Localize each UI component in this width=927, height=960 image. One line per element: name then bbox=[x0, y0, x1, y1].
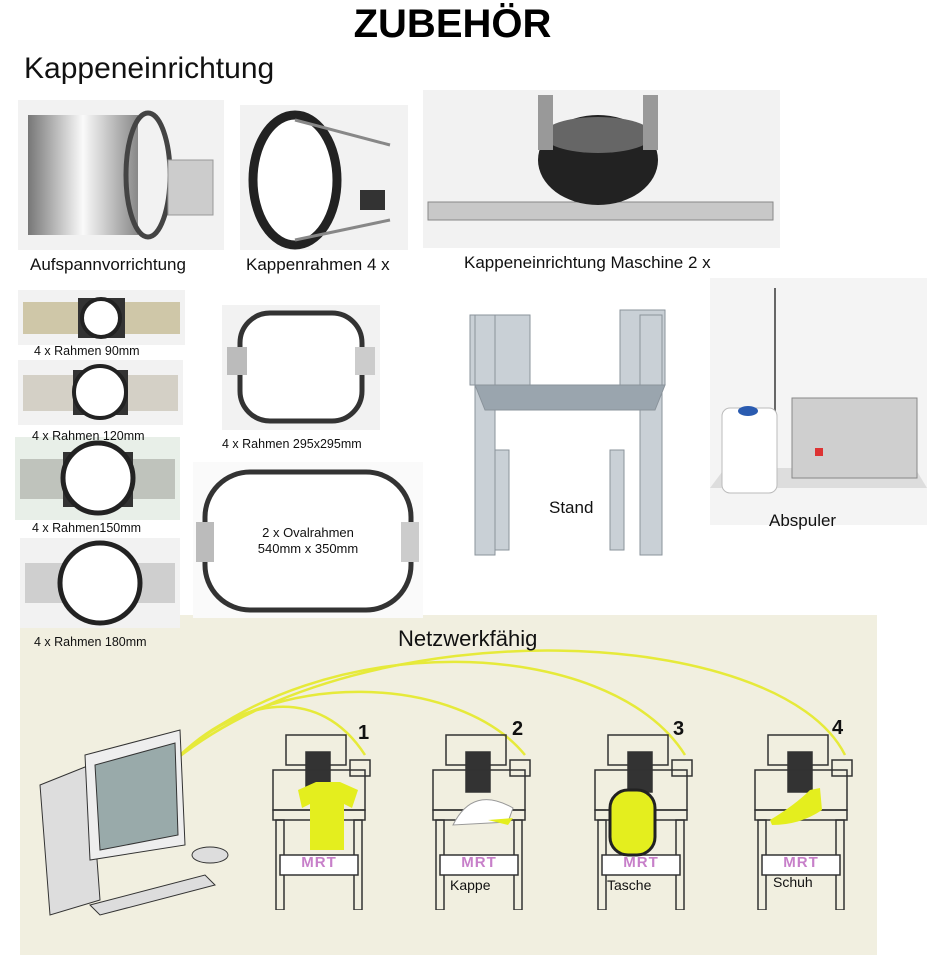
oval-frame-photo bbox=[193, 462, 423, 618]
machine-number: 1 bbox=[358, 722, 370, 744]
machine-brand-label: MRT bbox=[783, 854, 819, 871]
caption-cap-frame: Kappenrahmen 4 x bbox=[246, 255, 390, 274]
caption-bobbin-winder: Abspuler bbox=[769, 511, 837, 530]
hoop-150-photo bbox=[15, 437, 180, 520]
caption-hoop-180: 4 x Rahmen 180mm bbox=[34, 635, 147, 649]
machine-number: 4 bbox=[832, 717, 844, 739]
machine-use-label: Tasche bbox=[607, 877, 652, 893]
caption-hoop-120: 4 x Rahmen 120mm bbox=[32, 429, 145, 443]
caption-stand: Stand bbox=[549, 498, 594, 517]
caption-cap-driver: Kappeneinrichtung Maschine 2 x bbox=[464, 253, 711, 272]
section-heading: Kappeneinrichtung bbox=[24, 52, 275, 85]
cap-driver-photo bbox=[423, 90, 780, 248]
hoop-180-photo bbox=[20, 538, 180, 628]
caption-square-frame: 4 x Rahmen 295x295mm bbox=[222, 437, 362, 451]
bobbin-winder-photo bbox=[710, 278, 927, 525]
machine-use-label: Kappe bbox=[450, 877, 491, 893]
oval-frame-line1: 2 x Ovalrahmen bbox=[262, 525, 354, 540]
caption-hoop-90: 4 x Rahmen 90mm bbox=[34, 344, 140, 358]
machine-brand-label: MRT bbox=[301, 854, 337, 871]
page-title: ZUBEHÖR bbox=[353, 2, 552, 46]
hoop-120-photo bbox=[18, 360, 183, 425]
machine-number: 2 bbox=[512, 718, 524, 740]
hoop-90-photo bbox=[18, 290, 185, 345]
oval-frame-line2: 540mm x 350mm bbox=[257, 541, 359, 556]
cap-frame-photo bbox=[240, 105, 408, 250]
embroidery-machine bbox=[428, 730, 548, 910]
machine-brand-label: MRT bbox=[461, 854, 497, 871]
clamping-device-photo bbox=[18, 100, 224, 250]
embroidery-machine bbox=[268, 730, 388, 910]
caption-hoop-150: 4 x Rahmen150mm bbox=[32, 521, 142, 535]
network-diagram bbox=[20, 615, 877, 955]
machine-use-label: Schuh bbox=[773, 874, 813, 890]
embroidery-machine bbox=[750, 730, 870, 910]
square-frame-photo bbox=[222, 305, 380, 430]
machine-number: 3 bbox=[673, 718, 685, 740]
stand-photo bbox=[460, 300, 680, 558]
caption-clamping-device: Aufspannvorrichtung bbox=[30, 255, 186, 274]
network-heading: Netzwerkfähig bbox=[398, 626, 538, 651]
machine-brand-label: MRT bbox=[623, 854, 659, 871]
oval-frame-text: 2 x Ovalrahmen 540mm x 350mm bbox=[193, 525, 423, 557]
embroidery-machine bbox=[590, 730, 710, 910]
